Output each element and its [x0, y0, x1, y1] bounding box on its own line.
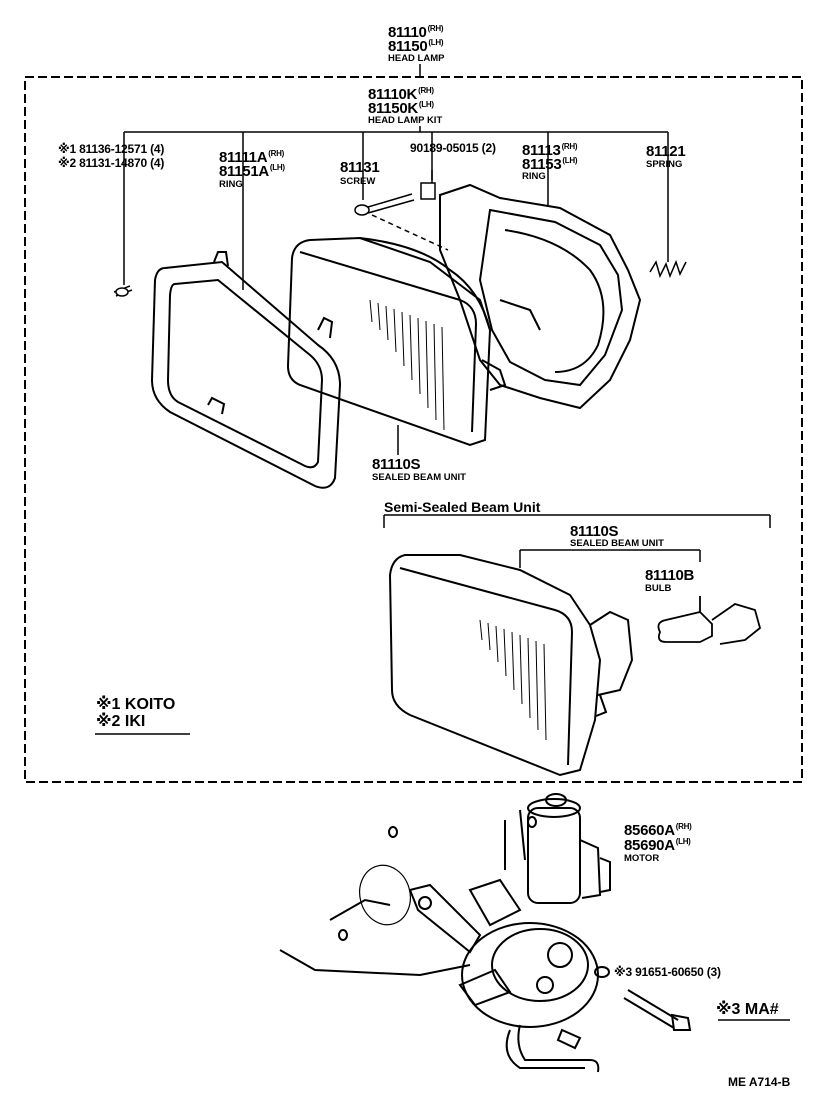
screw-name: SCREW: [340, 176, 376, 187]
sealed-beam-1-pn: 81110S: [372, 456, 421, 473]
footer-code: ME A714-B: [728, 1075, 791, 1089]
bulb-name: BULB: [645, 583, 672, 594]
ring-front-pn-lh: 81151A(LH): [219, 163, 285, 180]
ring-front-drawing: [150, 251, 342, 489]
bolt-pn: ※3 91651-60650 (3): [614, 965, 721, 979]
screw-part-1: ※1 81136-12571 (4): [58, 142, 165, 156]
kit-name: HEAD LAMP KIT: [368, 115, 443, 126]
screw-pn: 81131: [340, 159, 380, 176]
head-lamp-pn-lh: 81150(LH): [388, 38, 444, 55]
sealed-beam-2-drawing: [388, 554, 634, 777]
kit-pn-lh: 81150K(LH): [368, 100, 434, 117]
ring-rear-drawing: [439, 183, 642, 410]
spring-drawing: [649, 255, 687, 279]
motor-name: MOTOR: [624, 853, 660, 864]
semi-sealed-title: Semi-Sealed Beam Unit: [384, 499, 541, 515]
bulb-pn: 81110B: [645, 567, 695, 584]
head-lamp-pn-rh: 81110(RH): [388, 24, 444, 41]
ring-rear-name: RING: [522, 171, 546, 182]
ring-front-pn-rh: 81111A(RH): [219, 149, 284, 166]
semi-sealed-bracket: [383, 514, 771, 568]
spring-name: SPRING: [646, 159, 683, 170]
motor-pn-lh: 85690A(LH): [624, 837, 691, 854]
bulb-drawing: [657, 596, 762, 645]
legend-line-2: ※2 IKI: [96, 713, 146, 730]
clip-pn: 90189-05015 (2): [410, 141, 496, 155]
ring-rear-pn-rh: 81113(RH): [522, 142, 578, 159]
legend-line-1: ※1 KOITO: [96, 696, 176, 713]
screw-part-2: ※2 81131-14870 (4): [58, 156, 165, 170]
screw-left-drawing: [113, 285, 133, 297]
spring-pn: 81121: [646, 143, 686, 160]
motor-pn-rh: 85660A(RH): [624, 822, 692, 839]
motor-assembly-drawing: [279, 793, 692, 1073]
sealed-beam-2-pn: 81110S: [570, 523, 619, 540]
ring-front-name: RING: [219, 179, 243, 190]
assembly-boundary: [24, 76, 803, 783]
kit-pn-rh: 81110K(RH): [368, 86, 434, 103]
ring-rear-pn-lh: 81153(LH): [522, 156, 578, 173]
legend3: ※3 MA#: [716, 1001, 779, 1018]
kit-bracket: [123, 126, 669, 290]
screw-81131-drawing: [354, 170, 449, 251]
sealed-beam-2-name: SEALED BEAM UNIT: [570, 538, 664, 549]
head-lamp-name: HEAD LAMP: [388, 53, 445, 64]
sealed-beam-1-name: SEALED BEAM UNIT: [372, 472, 466, 483]
